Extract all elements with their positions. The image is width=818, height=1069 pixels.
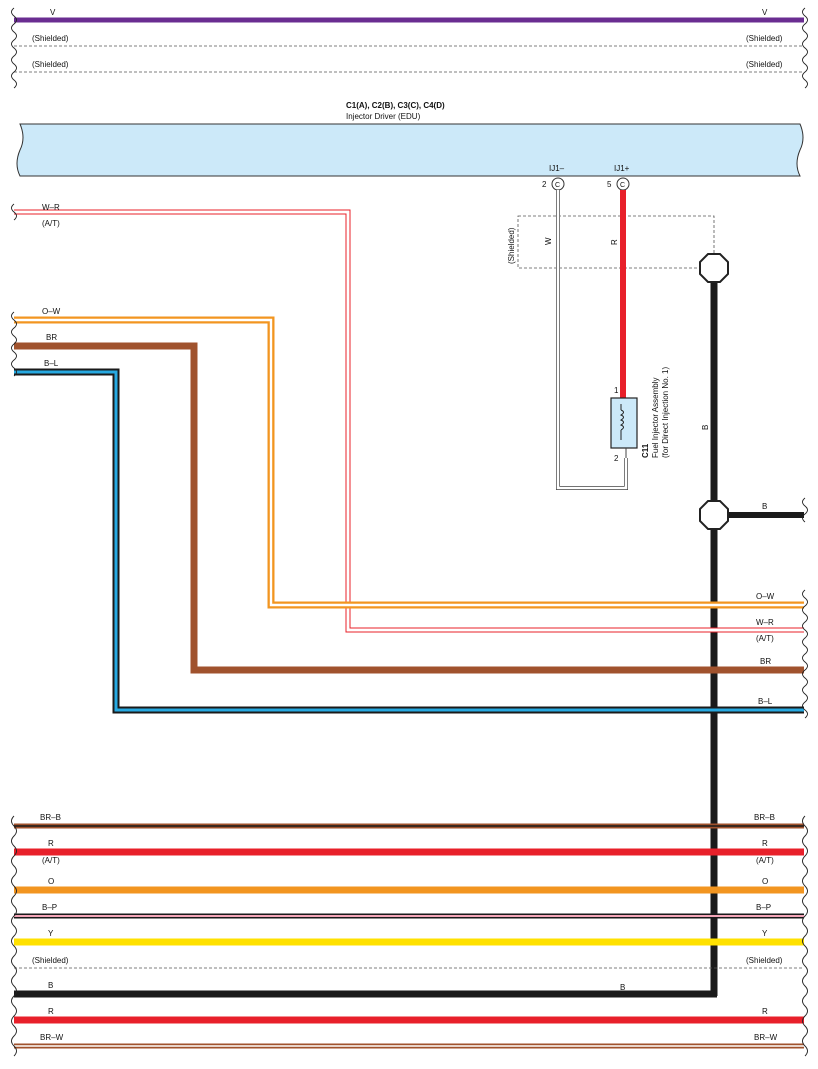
- wire-b-bottom: B B: [14, 981, 717, 998]
- edu-pin-ij1-plus: IJ1+ 5 C: [607, 164, 630, 191]
- svg-text:(Shielded): (Shielded): [746, 34, 783, 43]
- right-break-marks-top: [802, 7, 808, 89]
- svg-text:(A/T): (A/T): [756, 634, 774, 643]
- right-break-marks-bottom: [802, 815, 808, 1057]
- svg-text:O: O: [762, 877, 768, 886]
- wire-br-w: BR–W BR–W: [14, 1033, 804, 1049]
- svg-text:V: V: [762, 8, 768, 17]
- svg-text:B–P: B–P: [756, 903, 771, 912]
- svg-text:BR: BR: [46, 333, 57, 342]
- svg-text:B–L: B–L: [758, 697, 773, 706]
- wire-b-l: B–L B–L: [14, 359, 804, 714]
- svg-text:V: V: [50, 8, 56, 17]
- svg-text:(Shielded): (Shielded): [32, 60, 69, 69]
- svg-text:B: B: [701, 425, 710, 430]
- splice-point-1: [699, 253, 729, 283]
- left-break-marks-bottom: [11, 815, 17, 1057]
- svg-text:Injector Driver (EDU): Injector Driver (EDU): [346, 112, 421, 121]
- svg-text:BR–B: BR–B: [754, 813, 775, 822]
- svg-text:(Shielded): (Shielded): [507, 227, 516, 264]
- wire-y: Y Y: [14, 929, 804, 946]
- svg-text:W: W: [544, 237, 553, 245]
- wire-w-r: W–R (A/T) W–R (A/T): [14, 203, 804, 643]
- svg-text:C: C: [555, 182, 560, 189]
- svg-text:BR–W: BR–W: [40, 1033, 64, 1042]
- wire-r-bottom-1: R (A/T) R (A/T): [14, 839, 804, 865]
- wire-r-injector: R: [610, 190, 626, 398]
- wire-shielded-1: (Shielded) (Shielded): [14, 34, 804, 47]
- svg-text:(Shielded): (Shielded): [32, 956, 69, 965]
- svg-text:R: R: [610, 239, 619, 245]
- svg-text:BR–W: BR–W: [754, 1033, 778, 1042]
- svg-text:W–R: W–R: [756, 618, 774, 627]
- svg-text:R: R: [762, 1007, 768, 1016]
- wire-v-top: V V: [14, 8, 804, 23]
- svg-text:(A/T): (A/T): [42, 856, 60, 865]
- svg-text:1: 1: [614, 386, 619, 395]
- svg-text:R: R: [48, 1007, 54, 1016]
- svg-text:IJ1+: IJ1+: [614, 164, 630, 173]
- svg-text:Y: Y: [48, 929, 54, 938]
- svg-text:O–W: O–W: [42, 307, 61, 316]
- svg-text:B: B: [48, 981, 53, 990]
- svg-text:BR: BR: [760, 657, 771, 666]
- wire-shielded-3: (Shielded) (Shielded): [14, 956, 804, 969]
- svg-text:B–P: B–P: [42, 903, 57, 912]
- svg-text:2: 2: [614, 454, 619, 463]
- injector-driver-edu: C1(A), C2(B), C3(C), C4(D) Injector Driv…: [16, 101, 804, 177]
- wire-b-p: B–P B–P: [14, 903, 804, 919]
- wire-w-injector: W: [544, 190, 628, 490]
- wire-o-w: O–W O–W: [14, 307, 804, 609]
- wire-br-b: BR–B BR–B: [14, 813, 804, 829]
- left-break-marks-top: [11, 7, 17, 89]
- wire-br: BR BR: [14, 333, 804, 674]
- svg-text:Fuel Injector Assembly: Fuel Injector Assembly: [651, 378, 660, 458]
- svg-text:W–R: W–R: [42, 203, 60, 212]
- svg-text:(A/T): (A/T): [42, 219, 60, 228]
- wire-shielded-2: (Shielded) (Shielded): [14, 60, 804, 73]
- splice-point-2: [699, 500, 729, 530]
- svg-text:B–L: B–L: [44, 359, 59, 368]
- svg-text:IJ1–: IJ1–: [549, 164, 565, 173]
- svg-text:(for Direct Injection No. 1): (for Direct Injection No. 1): [661, 367, 670, 458]
- right-break-marks-mid: [802, 497, 808, 719]
- svg-text:(Shielded): (Shielded): [746, 60, 783, 69]
- shield-box: (Shielded): [507, 215, 715, 269]
- svg-text:O–W: O–W: [756, 592, 775, 601]
- svg-text:C: C: [620, 182, 625, 189]
- svg-text:BR–B: BR–B: [40, 813, 61, 822]
- wire-o: O O: [14, 877, 804, 894]
- svg-text:(A/T): (A/T): [756, 856, 774, 865]
- left-break-marks-mid: [11, 203, 17, 377]
- svg-text:(Shielded): (Shielded): [746, 956, 783, 965]
- fuel-injector-c11: 1 2 C11 Fuel Injector Assembly (for Dire…: [610, 367, 670, 463]
- svg-text:2: 2: [542, 180, 547, 189]
- svg-text:B: B: [620, 983, 625, 992]
- svg-text:R: R: [762, 839, 768, 848]
- svg-text:C11: C11: [641, 443, 650, 458]
- svg-text:O: O: [48, 877, 54, 886]
- svg-text:(Shielded): (Shielded): [32, 34, 69, 43]
- wire-r-bottom-2: R R: [14, 1007, 804, 1024]
- svg-text:R: R: [48, 839, 54, 848]
- svg-text:Y: Y: [762, 929, 768, 938]
- svg-text:B: B: [762, 502, 767, 511]
- svg-text:5: 5: [607, 180, 612, 189]
- svg-text:C1(A), C2(B), C3(C), C4(D): C1(A), C2(B), C3(C), C4(D): [346, 101, 445, 110]
